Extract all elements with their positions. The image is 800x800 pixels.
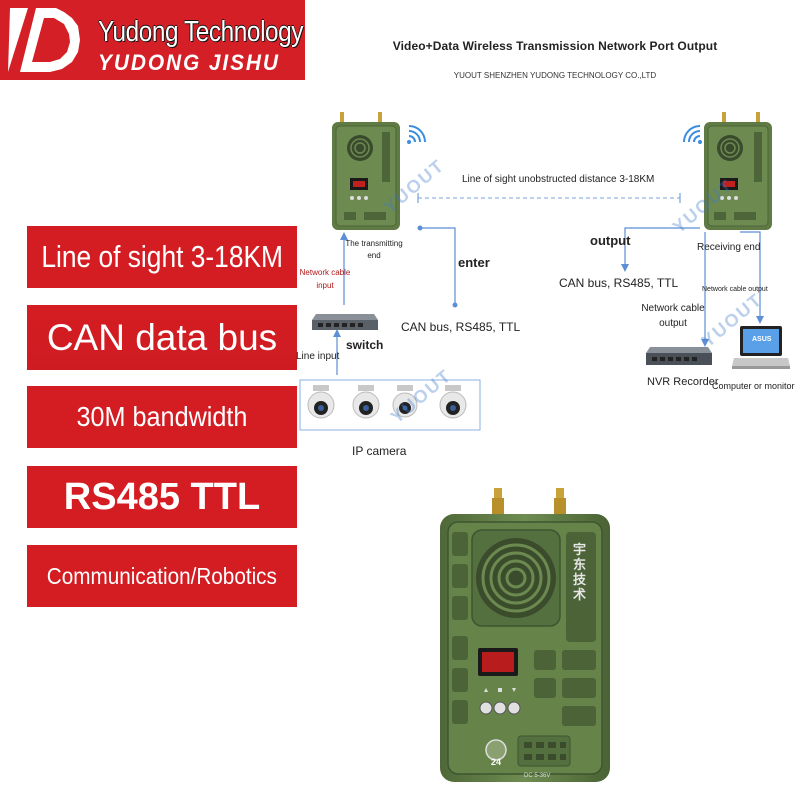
device-voltage-label: DC 5-36V (524, 773, 551, 779)
device-brand-vertical: 宇东技术 (573, 542, 587, 602)
ip-camera-icon (439, 385, 467, 419)
feature-banner-bandwidth: 30M bandwidth (27, 386, 297, 448)
transmitter-device-icon (332, 112, 400, 230)
company-name: YUOUT SHENZHEN YUDONG TECHNOLOGY CO.,LTD (453, 71, 657, 80)
network-switch-icon (312, 314, 378, 330)
link-distance-label: Line of sight unobstructed distance 3-18… (462, 174, 655, 185)
logo-title: Yudong Technology (98, 16, 304, 48)
line-input-label: Line input (296, 351, 340, 362)
feature-banner-application: Communication/Robotics (27, 545, 297, 607)
device-model-badge: 24 (490, 757, 501, 767)
network-cable-output-label: Network cable output (641, 303, 705, 329)
ip-camera-icon (352, 385, 380, 419)
switch-label: switch (346, 338, 384, 352)
output-label: output (590, 233, 631, 248)
laptop-icon: ASUS (732, 324, 790, 374)
logo-subtitle: YUDONG JISHU (98, 50, 280, 75)
enter-label: enter (458, 255, 490, 270)
ip-camera-group (307, 385, 467, 419)
wireless-signal-icon (407, 125, 426, 144)
can-bus-right-label: CAN bus, RS485, TTL (559, 276, 679, 290)
ip-camera-icon (307, 385, 335, 419)
feature-banner-rs485: RS485 TTL (27, 466, 297, 528)
ip-camera-icon (392, 385, 418, 418)
product-device-photo: 宇东技术 24 DC 5-36V (438, 486, 614, 786)
company-logo: Yudong Technology YUDONG JISHU (0, 0, 305, 80)
yd-logo-mark-icon (8, 8, 80, 72)
can-bus-left-label: CAN bus, RS485, TTL (401, 320, 521, 334)
wireless-signal-icon-right (683, 125, 702, 144)
nvr-recorder-label: NVR Recorder (647, 376, 719, 388)
feature-banner-can-bus: CAN data bus (27, 305, 297, 370)
network-cable-input-label: Network cable input (299, 268, 351, 290)
ip-camera-label: IP camera (352, 444, 407, 458)
receiver-device-icon (704, 112, 772, 230)
nvr-recorder-icon (646, 347, 712, 365)
computer-monitor-label: Computer or monitor (712, 381, 795, 391)
feature-banner-range: Line of sight 3-18KM (27, 226, 297, 288)
laptop-brand-label: ASUS (752, 336, 772, 343)
network-cable-output-small-label: Network cable output (702, 286, 768, 293)
device-illustration (440, 488, 610, 782)
page-title: Video+Data Wireless Transmission Network… (392, 39, 718, 53)
receiving-end-label: Receiving end (697, 242, 761, 253)
transmitting-end-label: The transmitting end (345, 239, 403, 260)
